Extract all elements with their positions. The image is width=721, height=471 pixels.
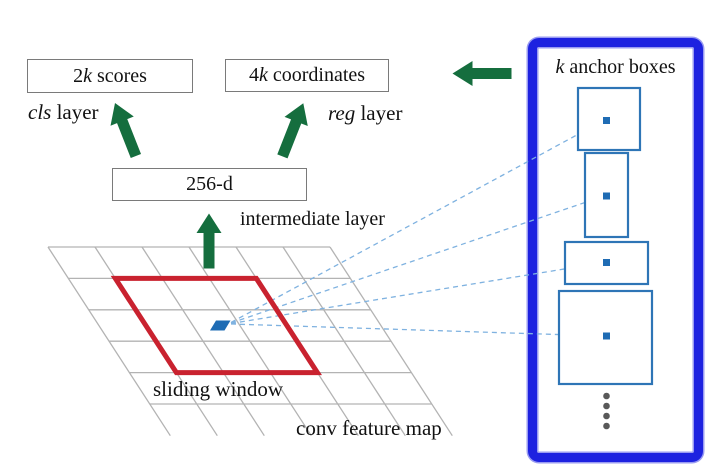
sliding-window-outline [110, 275, 323, 376]
anchor-connector-lines [230, 119, 605, 337]
k-anchor-boxes-label: k anchor boxes [555, 56, 676, 78]
connector-line [230, 261, 605, 325]
connector-line [230, 195, 605, 324]
connector-line [230, 323, 605, 337]
anchor-boxes [557, 86, 654, 430]
intermediate-arrow-icon [196, 213, 222, 269]
intermediate-256d-box: 256-d [112, 168, 307, 201]
reg-layer-label: reg layer [328, 101, 403, 125]
conv-feature-map-label: conv feature map [296, 416, 442, 440]
cls-layer-label: cls layer [28, 100, 99, 124]
sliding-window-label: sliding window [153, 377, 284, 401]
conv-feature-map-grid [47, 246, 453, 437]
anchor-center-dot [603, 259, 610, 266]
scores-label: 2k scores [73, 64, 147, 87]
anchors-left-arrow-icon [452, 61, 512, 86]
connector-line [230, 119, 604, 324]
intermediate-layer-label: intermediate layer [240, 208, 385, 230]
256d-label: 256-d [186, 173, 233, 195]
anchor-center-dot [603, 332, 610, 340]
cls-arrow-icon [110, 103, 142, 159]
more-anchors-ellipsis-icon [603, 392, 610, 430]
coordinates-label: 4k coordinates [248, 64, 366, 86]
scores-output-box: 2k scores [27, 59, 193, 93]
arrows [110, 61, 512, 269]
anchor-center-dot [603, 117, 610, 124]
window-center-marker [210, 320, 231, 331]
reg-arrow-icon [277, 103, 308, 159]
anchor-center-dot [603, 192, 610, 200]
coordinates-output-box: 4k coordinates [225, 59, 389, 92]
